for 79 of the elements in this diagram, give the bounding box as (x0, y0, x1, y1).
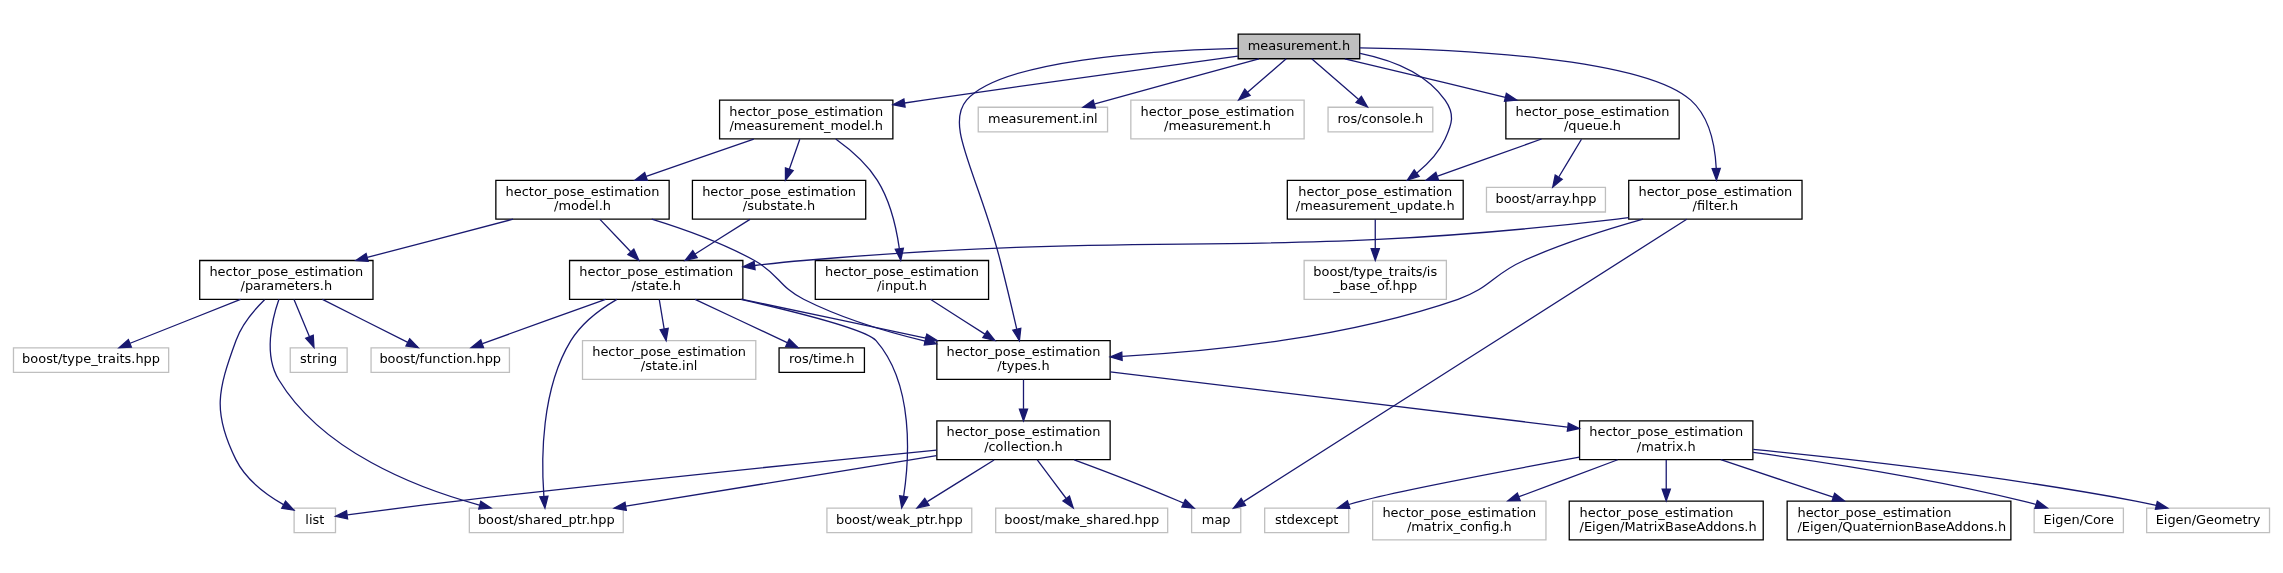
arrow (915, 458, 995, 509)
arrow (117, 298, 242, 348)
node-box: string (289, 346, 348, 373)
arrow (694, 298, 800, 348)
arrow (1752, 451, 2050, 509)
node-box: hector_pose_estimation /parameters.h (199, 259, 374, 300)
arrow (633, 137, 755, 181)
arrow (269, 298, 493, 510)
arrow (1506, 458, 1619, 502)
node-box: boost/type_traits/is _base_of.hpp (1303, 259, 1448, 300)
arrow (658, 298, 669, 342)
arrow (1344, 57, 1519, 102)
node-box: hector_pose_estimation /types.h (936, 339, 1111, 380)
node-box: hector_pose_estimation /measurement_model.h (718, 99, 894, 140)
arrow (1073, 458, 1196, 509)
arrow (891, 54, 1239, 108)
node-box: list (293, 507, 337, 533)
node-box: measurement.inl (977, 106, 1109, 132)
arrow (1370, 218, 1381, 262)
arrow (958, 47, 1239, 342)
arrow (1752, 448, 2170, 510)
arrow (1359, 46, 1722, 182)
node-box: ros/console.h (1327, 106, 1434, 132)
arrow (740, 298, 909, 510)
node-box: boost/function.hpp (370, 346, 511, 373)
arrow (538, 298, 618, 510)
arrow (930, 298, 997, 342)
arrow (219, 298, 296, 511)
node-box: ros/time.h (778, 346, 866, 373)
arrow (1661, 458, 1672, 503)
arrow (1018, 378, 1029, 423)
arrow (835, 137, 905, 262)
node-box: hector_pose_estimation /Eigen/QuaternionBaseAddons.h (1786, 499, 2012, 540)
arrow (1359, 52, 1453, 181)
arrow (1720, 458, 1847, 502)
arrow (333, 448, 938, 520)
arrow (1335, 456, 1580, 509)
arrow (353, 218, 514, 262)
arrow (1424, 137, 1543, 181)
node-box: boost/make_shared.hpp (995, 507, 1169, 533)
node-box: hector_pose_estimation /model.h (495, 179, 670, 220)
node-box: hector_pose_estimation /queue.h (1505, 99, 1680, 140)
node-box: hector_pose_estimation /Eigen/MatrixBaseAddons.h (1568, 499, 1764, 540)
arrow (1108, 218, 1644, 361)
node-box: hector_pose_estimation /matrix_config.h (1372, 499, 1547, 540)
node-box: hector_pose_estimation /matrix.h (1578, 419, 1754, 460)
arrow (599, 218, 641, 262)
arrow (683, 218, 751, 261)
node-box: hector_pose_estimation /measurement_update.h (1286, 179, 1464, 220)
arrow (1237, 57, 1287, 101)
arrow (741, 216, 1630, 270)
node-box: hector_pose_estimation /input.h (814, 259, 990, 300)
node-box: hector_pose_estimation /measurement.h (1130, 99, 1305, 140)
node-box: hector_pose_estimation /state.inl (581, 339, 757, 380)
node-box: Eigen/Geometry (2146, 507, 2271, 533)
node-box: hector_pose_estimation /state.h (568, 259, 744, 300)
arrow (1109, 370, 1582, 432)
arrow (321, 298, 420, 349)
arrow (612, 454, 938, 511)
arrow (741, 298, 940, 343)
node-box: hector_pose_estimation /filter.h (1628, 179, 1803, 220)
arrow (469, 298, 607, 348)
node-box: boost/array.hpp (1485, 186, 1607, 213)
node-box: map (1190, 507, 1242, 533)
arrow (1551, 138, 1583, 189)
arrow (1081, 57, 1260, 109)
node-box: boost/weak_ptr.hpp (826, 507, 973, 533)
node-box: boost/shared_ptr.hpp (468, 507, 624, 533)
arrow (1036, 458, 1075, 509)
node-box: hector_pose_estimation /substate.h (691, 179, 867, 220)
arrow (1311, 57, 1369, 108)
node-box: hector_pose_estimation /collection.h (936, 419, 1111, 460)
node-box: boost/type_traits.hpp (12, 346, 170, 373)
arrow (293, 298, 315, 349)
arrow (1231, 218, 1688, 509)
arrow (784, 138, 801, 182)
node-box: measurement.h (1237, 33, 1361, 59)
node-box: stdexcept (1264, 507, 1350, 533)
node-box: Eigen/Core (2033, 507, 2125, 533)
